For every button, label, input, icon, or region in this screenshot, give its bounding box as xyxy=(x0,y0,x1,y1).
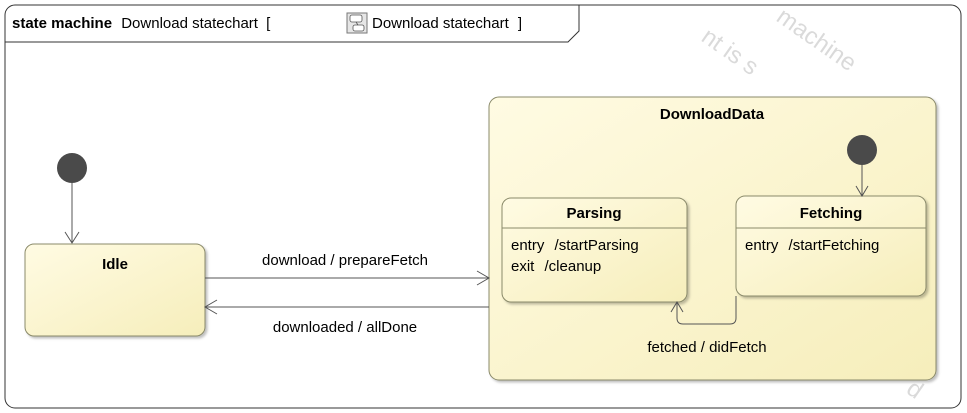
parsing-entry-action: /startParsing xyxy=(555,237,639,254)
fetching-entry-keyword: entry xyxy=(745,237,779,254)
state-fetching[interactable]: Fetching entry /startFetching xyxy=(735,195,927,297)
state-parsing[interactable]: Parsing entry /startParsing exit /cleanu… xyxy=(501,197,688,303)
fetching-entry-action: /startFetching xyxy=(789,237,880,254)
state-idle-name: Idle xyxy=(102,256,128,273)
watermark-line-1: machine xyxy=(772,3,862,77)
frame-name: Download statechart xyxy=(121,15,259,32)
svg-text:entry /startFetching: entry /startFetching xyxy=(745,237,879,254)
svg-text:state machine Download: state machine Download statechart [ xyxy=(12,15,271,32)
arrowhead xyxy=(204,299,218,315)
frame-keyword: state machine xyxy=(12,15,112,32)
initial-node-outer[interactable] xyxy=(57,153,87,183)
state-idle[interactable]: Idle xyxy=(24,243,206,337)
state-download-data-name: DownloadData xyxy=(660,106,765,123)
frame-bracket-close: ] xyxy=(518,15,522,32)
parsing-exit-action: /cleanup xyxy=(545,258,602,275)
arrowhead xyxy=(855,185,869,197)
state-fetching-name: Fetching xyxy=(800,205,863,222)
arrowhead xyxy=(670,301,684,313)
state-machine-diagram-icon xyxy=(346,12,368,34)
state-parsing-name: Parsing xyxy=(566,205,621,222)
transition-fetched[interactable] xyxy=(676,296,737,325)
parsing-entry-keyword: entry xyxy=(511,237,545,254)
frame-header-tab xyxy=(5,5,580,43)
svg-text:Download statechart ]: Download statechart ] xyxy=(372,15,522,32)
diagram-frame xyxy=(4,4,962,409)
svg-text:exit /cleanup: exit /cleanup xyxy=(511,258,601,275)
svg-text:entry /startParsing: entry /startParsing xyxy=(511,237,639,254)
arrowhead xyxy=(476,270,490,286)
arrowhead xyxy=(64,231,80,244)
parsing-exit-keyword: exit xyxy=(511,258,535,275)
frame-ref-name: Download statechart xyxy=(372,15,510,32)
inner-initial-node[interactable] xyxy=(847,135,877,165)
frame-header: state machine Download statechart [ Down… xyxy=(5,5,580,43)
watermark-line-2: nt is s xyxy=(697,23,764,81)
transition-fetched-label: fetched / didFetch xyxy=(647,339,766,356)
transition-download-label: download / prepareFetch xyxy=(262,252,428,269)
frame-bracket-open: [ xyxy=(266,15,271,32)
transition-downloaded-label: downloaded / allDone xyxy=(273,319,417,336)
state-download-data[interactable]: DownloadData xyxy=(488,96,937,381)
